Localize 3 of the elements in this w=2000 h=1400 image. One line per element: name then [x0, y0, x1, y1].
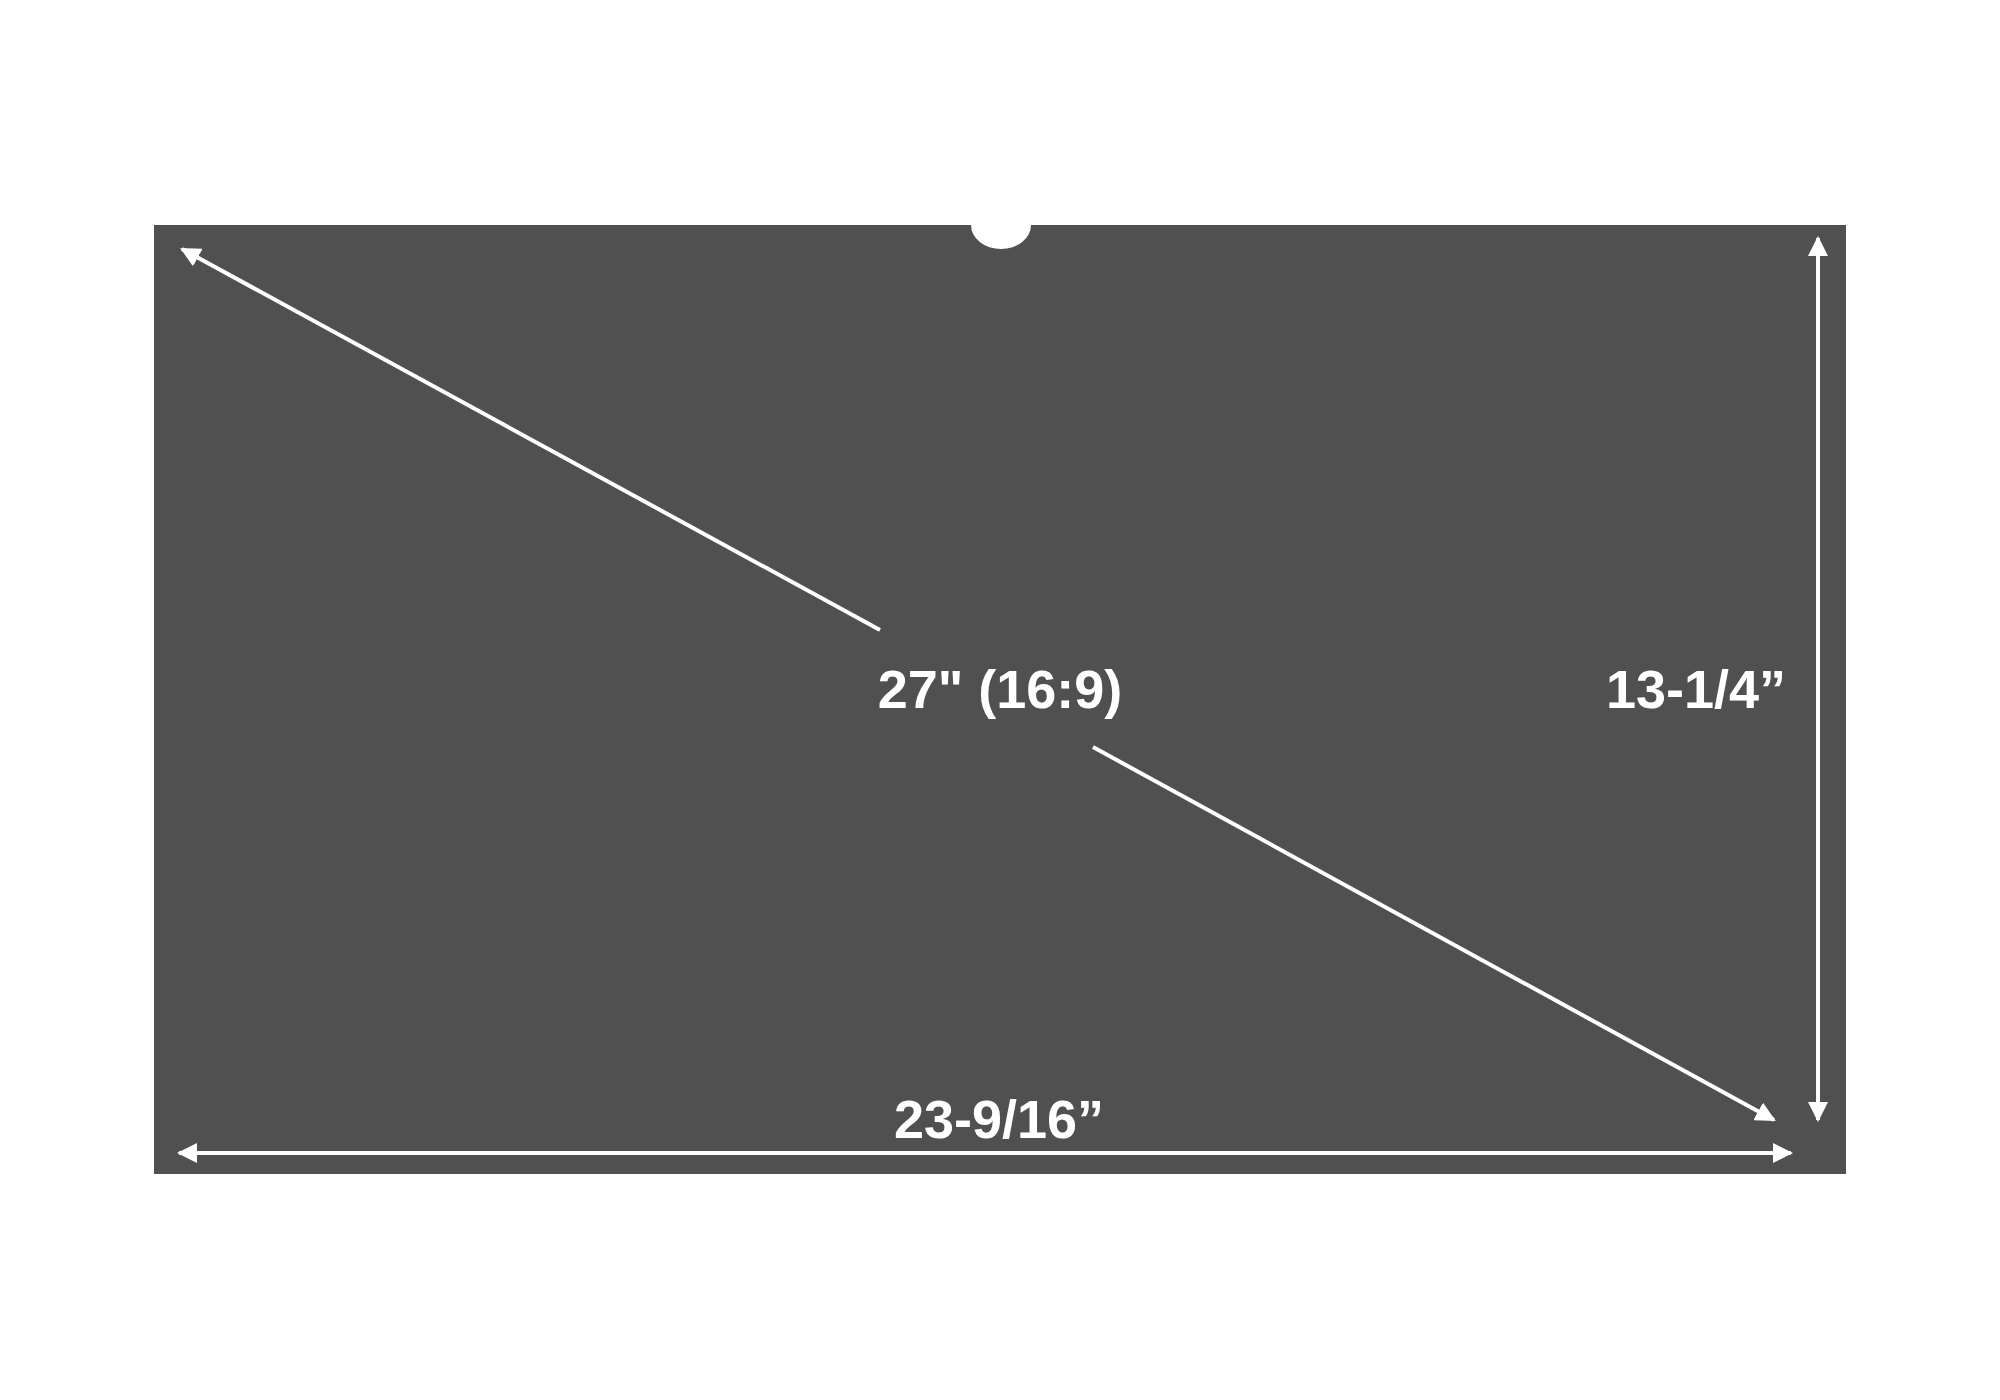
dimension-label: 13-1/4” [1605, 660, 1787, 720]
dimension-label: 27" (16:9) [877, 660, 1123, 720]
dimension-label: 23-9/16” [893, 1090, 1105, 1150]
